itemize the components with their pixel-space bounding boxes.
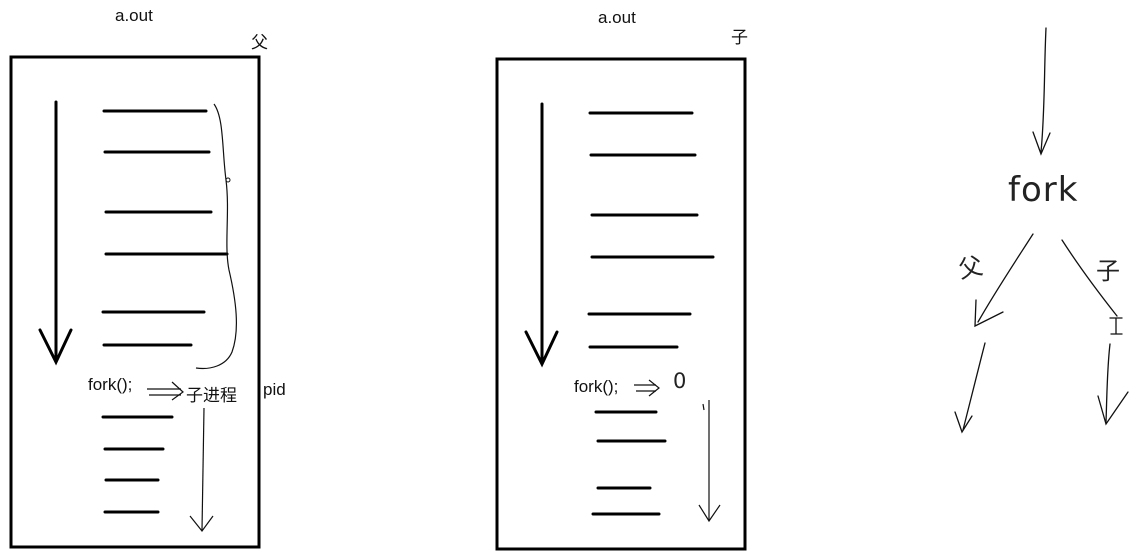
child-code-lines-after-fork — [591, 410, 667, 516]
fork-sketch-left-branch — [977, 233, 1034, 323]
child-process-title: a.out — [598, 8, 636, 27]
parent-brace-stroke — [195, 103, 238, 370]
fork-sketch-left-arrowhead — [974, 299, 1004, 328]
child-execution-arrow — [524, 102, 559, 368]
fork-sketch-right-continue — [1105, 343, 1111, 423]
parent-owner-tag: 父 — [251, 33, 268, 52]
fork-sketch-incoming-arrowhead — [1032, 131, 1051, 156]
child-owner-tag: 子 — [731, 28, 748, 47]
parent-pid-label: pid — [263, 380, 286, 399]
parent-child-continuation-arrow — [189, 407, 214, 532]
child-fork-pointer-arrow — [634, 379, 660, 397]
child-fork-call: fork(); — [574, 377, 619, 396]
parent-child-process-label: 子进程 — [186, 386, 237, 405]
parent-code-lines-after-fork — [101, 415, 174, 514]
fork-sketch-incoming-arrow — [1040, 27, 1047, 153]
fork-sketch-left-continue — [962, 342, 986, 431]
fork-sketch-child-label: 子 — [1096, 257, 1120, 285]
child-code-lines-before-fork — [587, 111, 715, 349]
fork-sketch-right-mark — [1109, 317, 1123, 335]
parent-fork-call: fork(); — [88, 375, 133, 394]
parent-process-box — [9, 55, 261, 549]
parent-code-lines-before-fork — [101, 109, 229, 347]
parent-brace-tip — [225, 177, 231, 183]
fork-sketch-right-continue-head — [1097, 391, 1129, 426]
parent-process-panel — [9, 55, 261, 549]
fork-sketch-left-continue-head — [954, 411, 973, 434]
child-continuation-arrow — [698, 400, 721, 523]
parent-execution-arrow — [38, 100, 73, 366]
parent-fork-pointer-arrow — [147, 381, 184, 401]
fork-sketch-right-branch — [1061, 239, 1118, 317]
parent-process-title: a.out — [115, 6, 153, 25]
child-process-box — [495, 57, 747, 551]
fork-sketch — [954, 27, 1129, 434]
child-return-value: 0 — [673, 369, 687, 393]
child-process-panel — [495, 57, 747, 551]
fork-sketch-label: fork — [1008, 170, 1079, 210]
